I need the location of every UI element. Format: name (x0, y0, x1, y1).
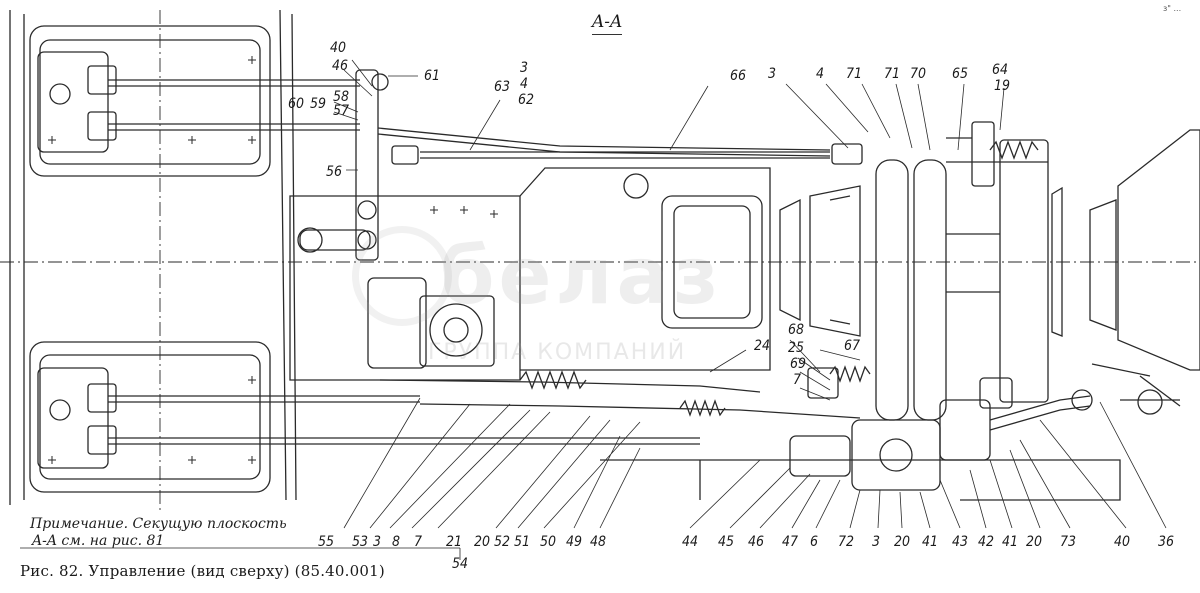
callout-70: 70 (910, 66, 926, 82)
callout-64: 64 (992, 62, 1008, 78)
tie-rod-top-1 (108, 79, 360, 87)
tie-rod-top-2 (108, 123, 360, 131)
link-lower-2 (419, 403, 861, 419)
callout-20c: 20 (1026, 534, 1042, 550)
link-right (989, 395, 1091, 431)
valve-block (789, 435, 851, 477)
wheel-hub-top (29, 25, 271, 177)
callout-6: 6 (810, 534, 818, 550)
callout-3: 3 (768, 66, 776, 82)
brake-drum (999, 139, 1049, 403)
callout-60: 60 (288, 96, 304, 112)
watermark-group: ГРУППА КОМПАНИЙ (428, 340, 687, 365)
callout-73: 73 (1060, 534, 1076, 550)
callout-56: 56 (326, 164, 342, 180)
callout-49: 49 (566, 534, 582, 550)
wheel-hub-top-inner (39, 39, 261, 165)
callout-69: 69 (790, 356, 806, 372)
callout-58: 58 (333, 89, 349, 105)
wheel-rim-right (1117, 129, 1200, 371)
callout-46b: 46 (748, 534, 764, 550)
callout-4-top: 4 (520, 76, 528, 92)
callout-25: 25 (788, 340, 804, 356)
figure-caption: Рис. 82. Управление (вид сверху) (85.40.… (20, 562, 385, 580)
callout-40b: 40 (1114, 534, 1130, 550)
callout-40: 40 (330, 40, 346, 56)
callout-71b: 71 (884, 66, 900, 82)
spring-bottom-1 (519, 370, 587, 390)
callout-54: 54 (452, 556, 468, 572)
callout-47: 47 (782, 534, 798, 550)
note-block: Примечание. Секущую плоскость A-A см. на… (30, 516, 287, 550)
callout-44: 44 (682, 534, 698, 550)
callout-b7: 7 (414, 534, 422, 550)
frame-rails (9, 9, 297, 505)
callout-42: 42 (978, 534, 994, 550)
spring-67 (829, 365, 871, 383)
callout-3-top: 3 (520, 60, 528, 76)
callout-b3b: 3 (872, 534, 880, 550)
callout-67: 67 (844, 338, 860, 354)
wheel-hub-bottom-inner (39, 354, 261, 480)
callout-19: 19 (994, 78, 1010, 94)
callout-53: 53 (352, 534, 368, 550)
callout-4: 4 (816, 66, 824, 82)
callout-71a: 71 (846, 66, 862, 82)
section-label: A-A (592, 12, 622, 35)
note-line-1: Примечание. Секущую плоскость (30, 516, 287, 532)
cylinder-left (875, 159, 909, 421)
callout-b8: 8 (392, 534, 400, 550)
callout-57: 57 (333, 103, 349, 119)
callout-52: 52 (494, 534, 510, 550)
callout-65: 65 (952, 66, 968, 82)
corner-mark: з" ... (1163, 4, 1182, 13)
spring-65 (989, 140, 1039, 160)
callout-43: 43 (952, 534, 968, 550)
callout-46: 46 (332, 58, 348, 74)
link-lower-1 (379, 379, 761, 393)
watermark-brand: белаз (440, 232, 723, 322)
callout-62: 62 (518, 92, 534, 108)
gearbox-body (519, 167, 771, 371)
callout-63: 63 (494, 79, 510, 95)
callout-b20b: 20 (894, 534, 910, 550)
clutch-pack (809, 185, 861, 337)
callout-41: 41 (922, 534, 938, 550)
callout-72: 72 (838, 534, 854, 550)
callout-7: 7 (793, 372, 801, 388)
callout-41b: 41 (1002, 534, 1018, 550)
callout-b20: 20 (474, 534, 490, 550)
callout-68: 68 (788, 322, 804, 338)
tie-rod-bottom-2 (108, 437, 700, 445)
callout-36: 36 (1158, 534, 1174, 550)
callout-24: 24 (754, 338, 770, 354)
callout-51: 51 (514, 534, 530, 550)
callout-59: 59 (310, 96, 326, 112)
callout-66: 66 (730, 68, 746, 84)
callout-61: 61 (424, 68, 440, 84)
callout-b3: 3 (373, 534, 381, 550)
callout-45: 45 (718, 534, 734, 550)
callout-48: 48 (590, 534, 606, 550)
callout-50: 50 (540, 534, 556, 550)
callout-b21: 21 (446, 534, 462, 550)
note-line-2: A-A см. на рис. 81 (32, 533, 165, 549)
watermark-logo (352, 226, 452, 326)
callout-55: 55 (318, 534, 334, 550)
cylinder-right (913, 159, 947, 421)
pump-flange (429, 303, 483, 357)
tie-rod-bottom-1 (108, 395, 420, 403)
wheel-hub-bottom (29, 341, 271, 493)
